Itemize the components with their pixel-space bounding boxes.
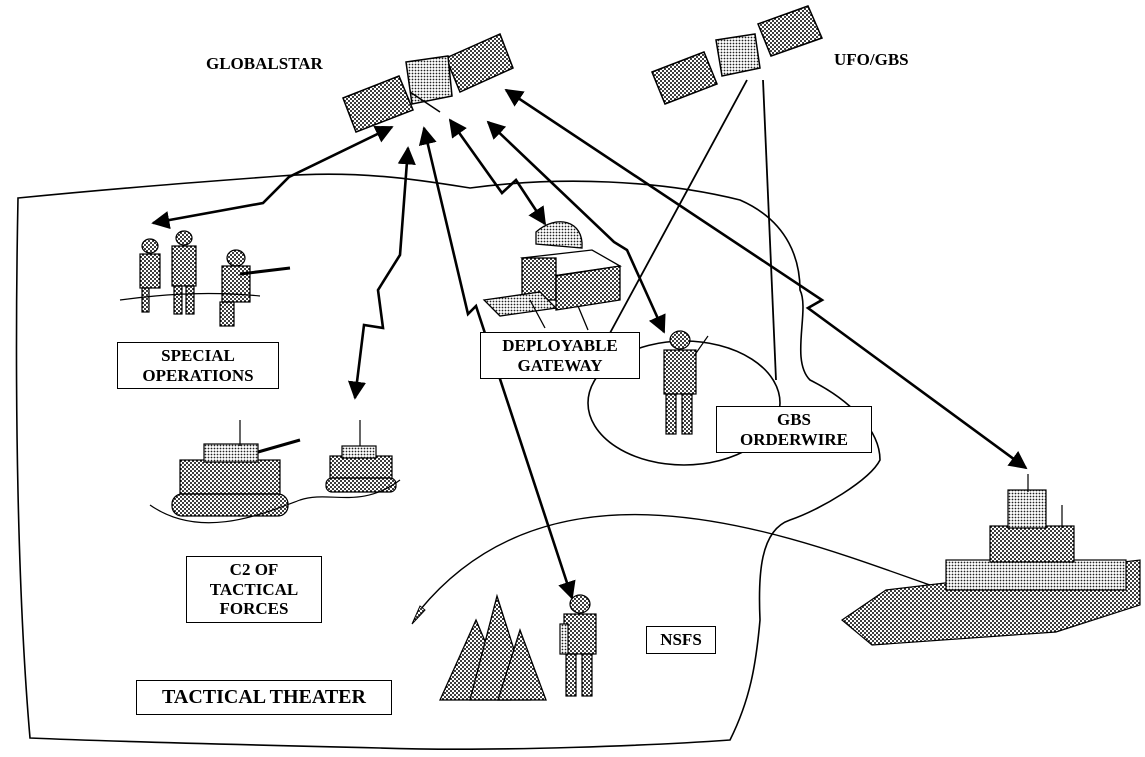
c2-tactical-forces-label: C2 OF TACTICAL FORCES — [186, 556, 322, 623]
deployable-gateway-label: DEPLOYABLE GATEWAY — [480, 332, 640, 380]
shell-icon — [411, 605, 426, 625]
special-operations-label: SPECIAL OPERATIONS — [117, 342, 279, 390]
special-operations-line-1: SPECIAL — [161, 346, 235, 365]
tanks-icon — [149, 420, 401, 524]
c2-tactical-forces-line-1: C2 OF — [229, 560, 279, 579]
deployable-gateway-terminal-icon — [482, 221, 622, 331]
deployable-gateway-line-2: GATEWAY — [517, 355, 603, 375]
link-globalstar-c2-forces — [347, 146, 416, 400]
nsfs-soldier-icon — [559, 594, 597, 697]
gbs-orderwire-line-1: GBS — [776, 410, 812, 429]
c2-tactical-forces-line-2: TACTICAL — [209, 579, 299, 599]
link-globalstar-special-ops — [151, 125, 394, 230]
globalstar-satellite-icon — [342, 32, 514, 133]
gbs-orderwire-line-2: ORDERWIRE — [739, 429, 849, 449]
ufo-gbs-label: UFO/GBS — [834, 50, 909, 69]
ship-icon — [841, 474, 1141, 646]
deployable-gateway-line-1: DEPLOYABLE — [502, 336, 618, 355]
link-globalstar-gateway — [448, 118, 547, 226]
link-globalstar-ship — [504, 88, 1028, 470]
special-operations-line-2: OPERATIONS — [142, 365, 254, 385]
communication-links — [151, 88, 1028, 600]
gbs-orderwire-label: GBS ORDERWIRE — [716, 406, 872, 454]
orderwire-soldier-icon — [663, 330, 709, 435]
globalstar-label: GLOBALSTAR — [206, 54, 323, 73]
ufo-gbs-broadcast-lines — [609, 79, 777, 381]
mountains-icon — [438, 593, 547, 701]
special-operations-soldiers-icon — [119, 230, 291, 327]
tactical-theater-label: TACTICAL THEATER — [136, 680, 392, 715]
c2-tactical-forces-line-3: FORCES — [219, 599, 289, 619]
nsfs-label: NSFS — [646, 626, 716, 654]
ufo-gbs-satellite-icon — [651, 5, 824, 105]
